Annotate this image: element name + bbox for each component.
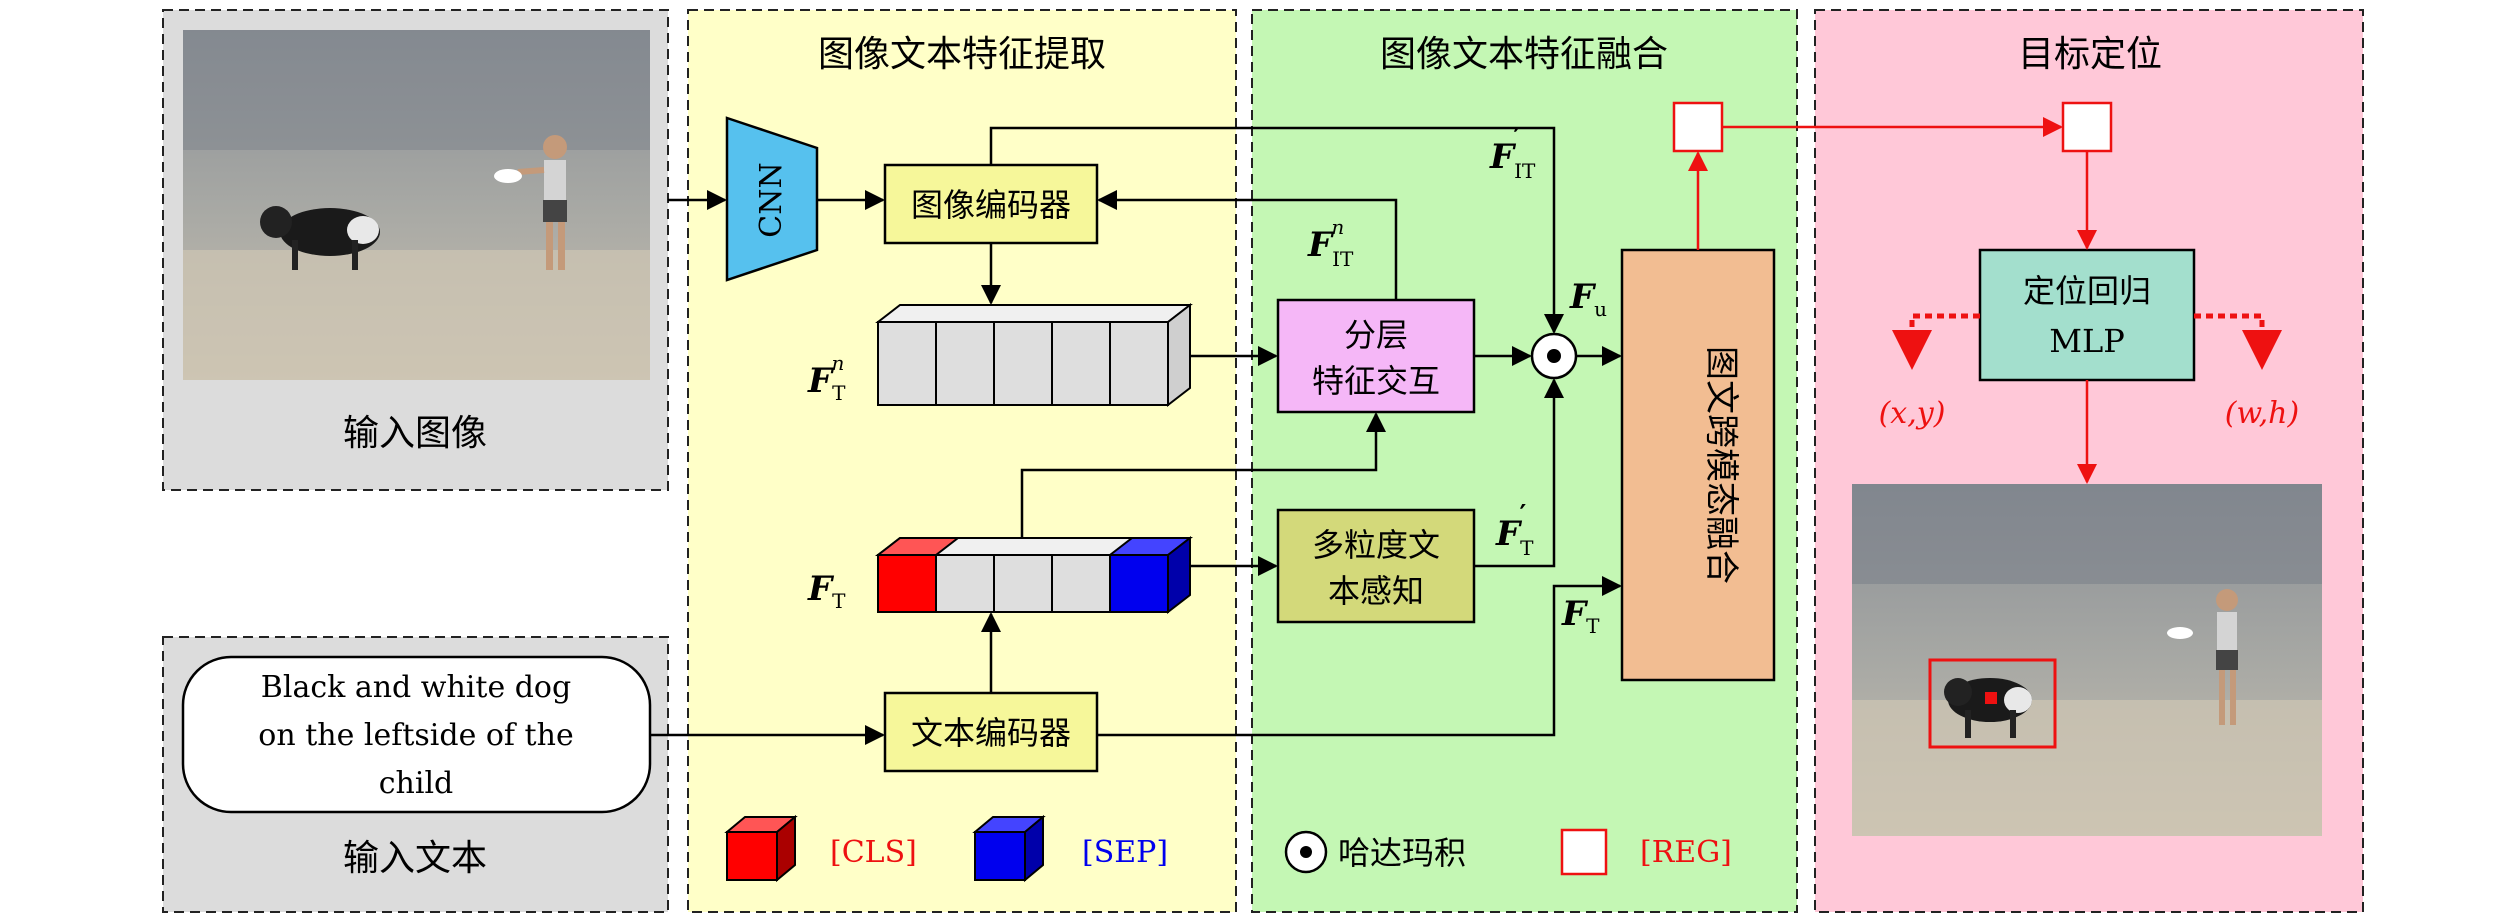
detection-center	[1985, 692, 1997, 704]
title-input-text: 输入文本	[343, 838, 487, 879]
multigranular-block	[1276, 508, 1476, 624]
output-wh: (w,h)	[2225, 396, 2299, 431]
reg-token-localization	[2061, 101, 2113, 153]
child-figure	[517, 135, 567, 270]
input-photo	[183, 30, 650, 380]
cross-modal-label: 图文跨模态融合	[1701, 346, 1741, 584]
legend-hadamard: 哈达玛积	[1284, 830, 1466, 874]
legend-sep-label: [SEP]	[1082, 835, 1168, 870]
label-ft-fusion: FT	[1561, 594, 1600, 638]
output-photo	[1852, 484, 2322, 836]
connectors	[650, 126, 1622, 745]
output-xy: (x,y)	[1879, 396, 1946, 431]
cross-modal-fusion-block	[1620, 248, 1776, 682]
hierarchical-label-1: 分层	[1344, 316, 1408, 354]
query-line-3: child	[379, 766, 454, 801]
label-fit-prime: FIT′	[1489, 123, 1536, 183]
legend-cls: [CLS]	[724, 814, 917, 883]
sep-token	[1109, 554, 1169, 613]
title-input-image: 输入图像	[343, 413, 487, 454]
multigranular-label-2: 本感知	[1328, 572, 1424, 610]
label-ft: FT	[807, 569, 846, 613]
cnn-block	[725, 116, 819, 282]
cls-token	[877, 554, 937, 613]
reg-token-fusion	[1672, 101, 1724, 153]
label-fit-n: FITn	[1307, 215, 1354, 271]
title-localization: 目标定位	[2018, 34, 2162, 75]
label-ft-prime: FT′	[1495, 500, 1534, 560]
legend-reg-label: [REG]	[1640, 835, 1732, 870]
label-ft-n: FTn	[807, 351, 846, 405]
locator-label-2: MLP	[2049, 322, 2125, 360]
cnn-label: CNN	[754, 162, 789, 237]
text-encoder-label: 文本编码器	[911, 714, 1071, 752]
legend-hadamard-label: 哈达玛积	[1338, 834, 1466, 872]
query-line-1: Black and white dog	[261, 670, 571, 705]
legend-reg: [REG]	[1560, 828, 1732, 876]
dog-figure	[260, 206, 380, 270]
frisbee	[494, 169, 522, 183]
image-encoder-label: 图像编码器	[911, 186, 1071, 224]
legend-sep: [SEP]	[972, 814, 1168, 883]
hadamard-product-node	[1530, 332, 1578, 380]
connectors-red	[1688, 117, 2282, 484]
multigranular-label-1: 多粒度文	[1312, 526, 1440, 564]
hierarchical-label-2: 特征交互	[1312, 362, 1440, 400]
label-fu: Fu	[1569, 277, 1607, 321]
title-extraction: 图像文本特征提取	[818, 34, 1106, 75]
locator-label-1: 定位回归	[2023, 272, 2151, 310]
title-fusion: 图像文本特征融合	[1380, 34, 1668, 75]
query-line-2: on the leftside of the	[258, 718, 573, 753]
ft-n-token-sequence	[875, 302, 1193, 408]
legend-cls-label: [CLS]	[830, 835, 917, 870]
locator-mlp-block	[1978, 248, 2196, 382]
ft-token-sequence	[875, 535, 1193, 615]
detection-box	[1928, 658, 2057, 749]
text-encoder-block	[883, 691, 1099, 773]
